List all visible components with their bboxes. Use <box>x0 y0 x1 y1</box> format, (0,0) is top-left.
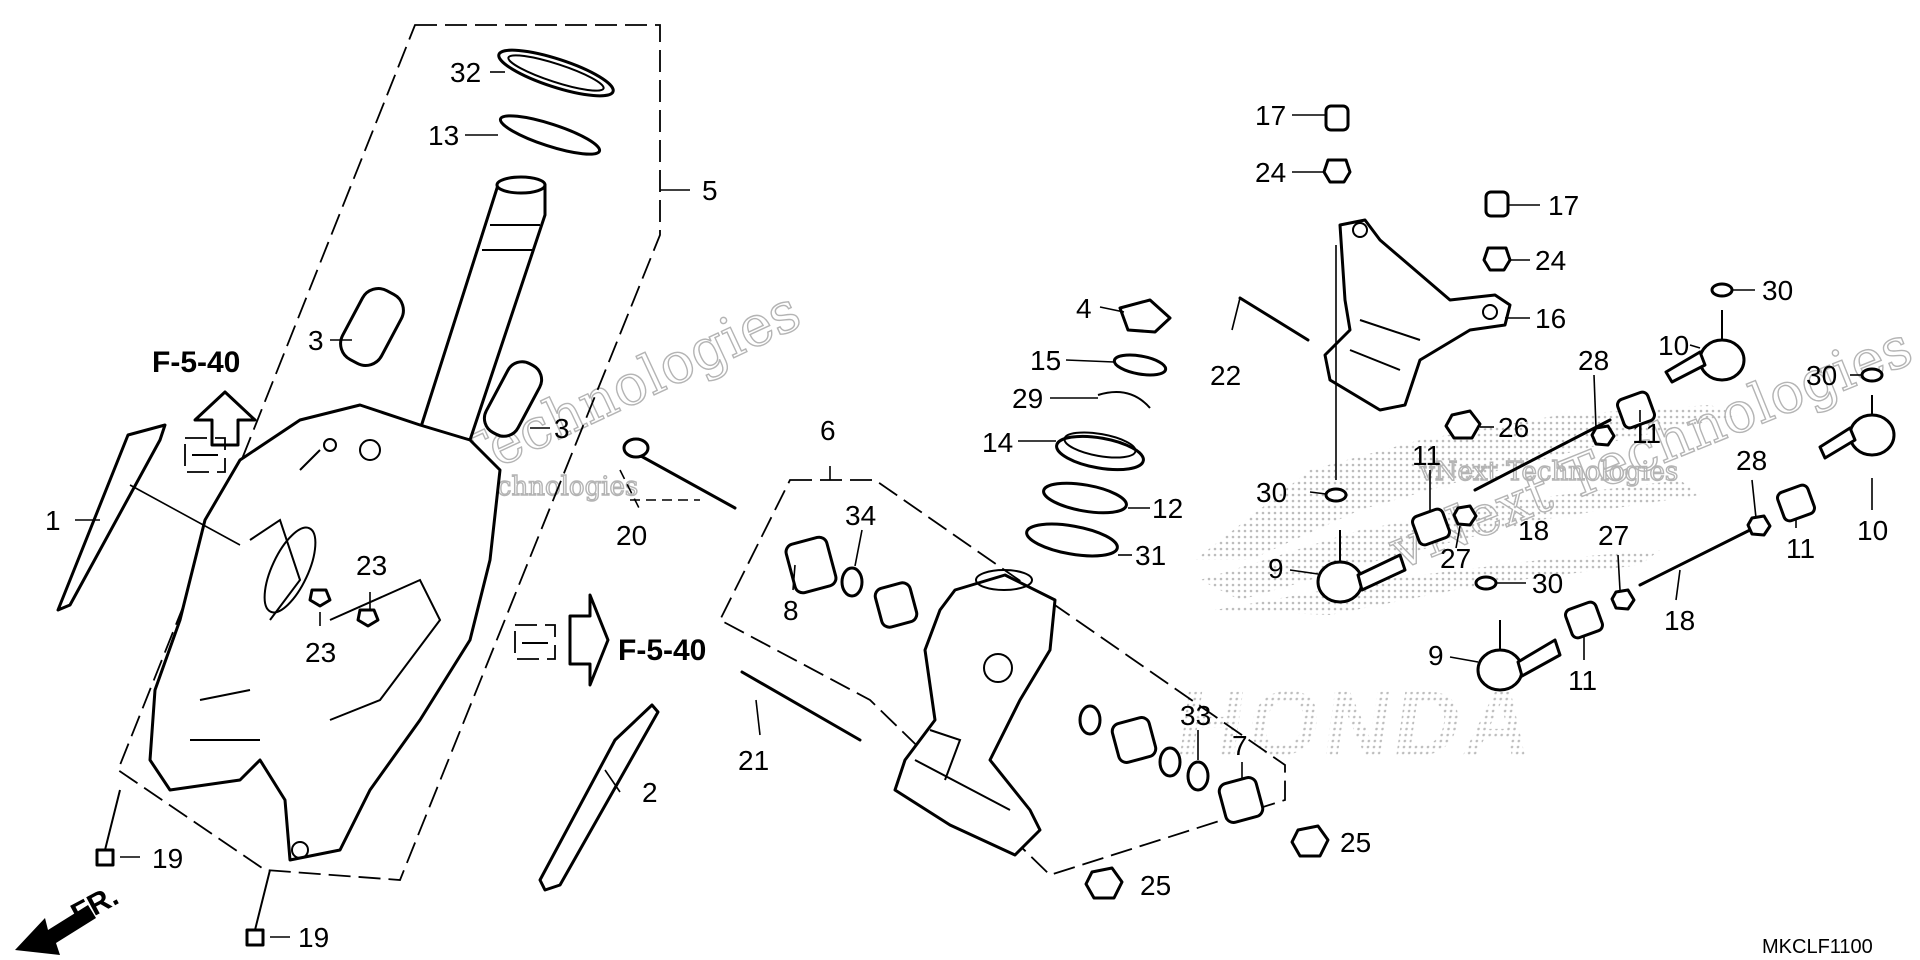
tie-rod-end <box>1316 530 1407 604</box>
tie-rod-end <box>1818 395 1896 460</box>
tie-rod-end <box>1664 310 1746 384</box>
honda-logo-text: HONDA <box>1171 671 1543 774</box>
callout-26: 26 <box>1498 412 1529 443</box>
cross-ref-label[interactable]: F-5-40 <box>618 634 706 667</box>
callout-24: 24 <box>1255 157 1286 188</box>
callout-21: 21 <box>738 745 769 776</box>
callout-11: 11 <box>1412 440 1441 471</box>
callout-9: 9 <box>1268 553 1284 584</box>
callout-11: 11 <box>1632 418 1661 449</box>
group-outline-6 <box>718 479 1286 877</box>
group-outline-5 <box>116 24 661 881</box>
callout-34: 34 <box>845 500 876 531</box>
cover-left <box>56 423 167 612</box>
drawing-code: MKCLF1100 <box>1762 936 1873 958</box>
callout-1: 1 <box>45 505 61 536</box>
callout-3: 3 <box>554 413 570 444</box>
callout-27: 27 <box>1598 520 1629 551</box>
callout-33: 33 <box>1180 700 1211 731</box>
callout-3: 3 <box>308 325 324 356</box>
callout-28: 28 <box>1736 445 1767 476</box>
callout-11: 11 <box>1786 533 1815 564</box>
callout-8: 8 <box>783 595 799 626</box>
steering-knuckle <box>893 573 1057 857</box>
steering-frame-body <box>148 403 502 862</box>
callout-22: 22 <box>1210 360 1241 391</box>
cross-ref-label[interactable]: F-5-40 <box>152 346 240 379</box>
grommet <box>339 287 405 367</box>
callout-13: 13 <box>428 120 459 151</box>
callout-18: 18 <box>1518 515 1549 546</box>
callout-30: 30 <box>1256 477 1287 508</box>
callout-24: 24 <box>1535 245 1566 276</box>
callout-19: 19 <box>298 922 329 953</box>
callout-19: 19 <box>152 843 183 874</box>
callout-10: 10 <box>1658 330 1689 361</box>
callout-27: 27 <box>1440 543 1471 574</box>
callout-15: 15 <box>1030 345 1061 376</box>
callout-4: 4 <box>1076 293 1092 324</box>
tie-rod-end <box>1476 620 1562 692</box>
callout-10: 10 <box>1857 515 1888 546</box>
callout-30: 30 <box>1532 568 1563 599</box>
steering-arm <box>1323 218 1512 412</box>
callout-11: 11 <box>1568 665 1597 696</box>
callout-25: 25 <box>1140 870 1171 901</box>
leader-lines <box>75 71 1873 938</box>
callout-7: 7 <box>1232 730 1248 761</box>
callout-9: 9 <box>1428 640 1444 671</box>
callout-20: 20 <box>616 520 647 551</box>
watermark-text: vNext Technologies <box>1419 457 1678 487</box>
callout-31: 31 <box>1135 540 1166 571</box>
callout-labels: 32 13 5 3 3 1 2 19 19 23 23 20 6 8 34 21… <box>45 57 1888 953</box>
front-arrow-icon <box>15 905 96 955</box>
arrow-up-icon <box>193 390 257 447</box>
callout-6: 6 <box>820 415 836 446</box>
callout-5: 5 <box>702 175 718 206</box>
callout-23: 23 <box>305 637 336 668</box>
cover-right <box>538 703 660 892</box>
callout-29: 29 <box>1012 383 1043 414</box>
callout-25: 25 <box>1340 827 1371 858</box>
callout-14: 14 <box>982 427 1013 458</box>
arrow-right-icon <box>568 593 610 687</box>
grommet <box>482 360 544 438</box>
callout-17: 17 <box>1255 100 1286 131</box>
callout-23: 23 <box>356 550 387 581</box>
callout-2: 2 <box>642 777 658 808</box>
callout-30: 30 <box>1762 275 1793 306</box>
callout-32: 32 <box>450 57 481 88</box>
callout-18: 18 <box>1664 605 1695 636</box>
callout-28: 28 <box>1578 345 1609 376</box>
callout-12: 12 <box>1152 493 1183 524</box>
callout-16: 16 <box>1535 303 1566 334</box>
callout-17: 17 <box>1548 190 1579 221</box>
callout-30: 30 <box>1806 360 1837 391</box>
